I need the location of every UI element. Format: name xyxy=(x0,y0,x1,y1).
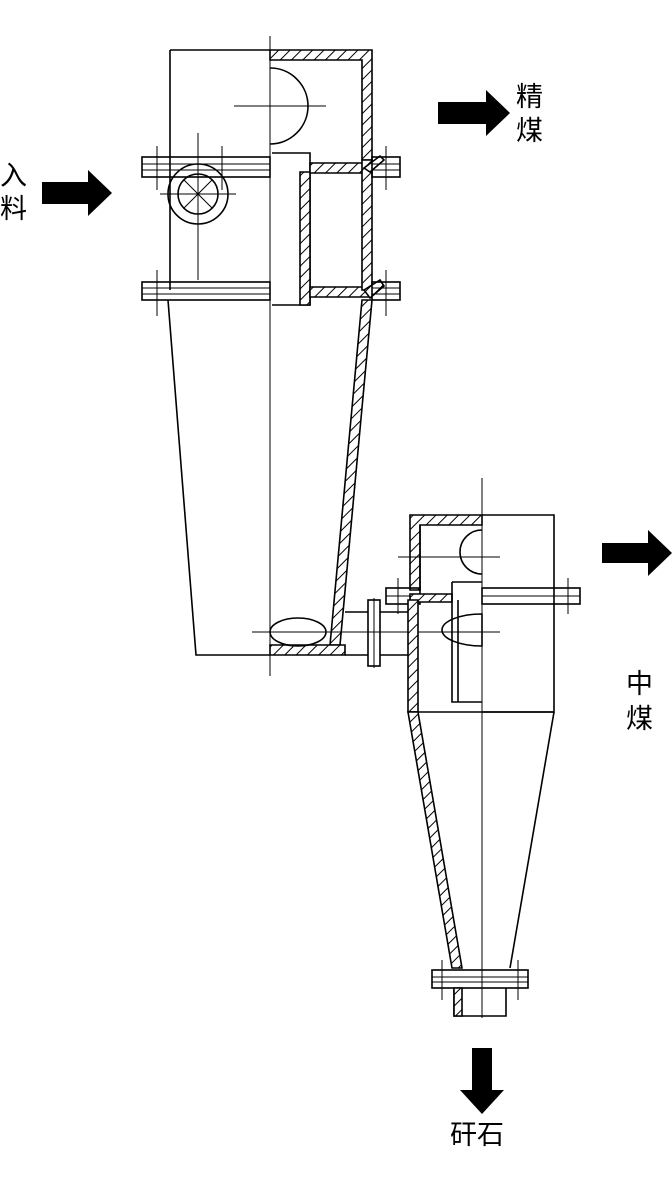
middlings-label-2: 煤 xyxy=(626,704,653,735)
lower-flange-left xyxy=(141,270,271,316)
middlings-arrow xyxy=(602,530,672,576)
cone-wall-hatched xyxy=(329,299,373,646)
clean-coal-label-1: 精 xyxy=(516,82,543,113)
upper-flange-right xyxy=(371,146,401,190)
feed-inlet-circle xyxy=(160,133,236,280)
feed-label-2: 料 xyxy=(0,194,27,225)
middlings-label-1: 中 xyxy=(626,669,653,700)
feed-label-1: 入 xyxy=(0,161,27,192)
secondary-cyclone xyxy=(385,478,581,1018)
secondary-upper-flange xyxy=(385,578,581,614)
upper-flange-left xyxy=(141,146,271,190)
connecting-pipe xyxy=(345,598,410,668)
top-wall-hatched xyxy=(269,49,373,161)
clean-coal-label-2: 煤 xyxy=(516,116,543,147)
lower-flange-right xyxy=(371,270,401,316)
refuse-arrow xyxy=(460,1048,504,1114)
primary-cyclone xyxy=(141,36,500,676)
refuse-label: 矸石 xyxy=(450,1120,504,1151)
clean-coal-arrow xyxy=(438,90,510,136)
secondary-bottom-flange xyxy=(431,960,529,1000)
secondary-cone-wall xyxy=(407,711,463,969)
feed-arrow xyxy=(42,170,112,216)
